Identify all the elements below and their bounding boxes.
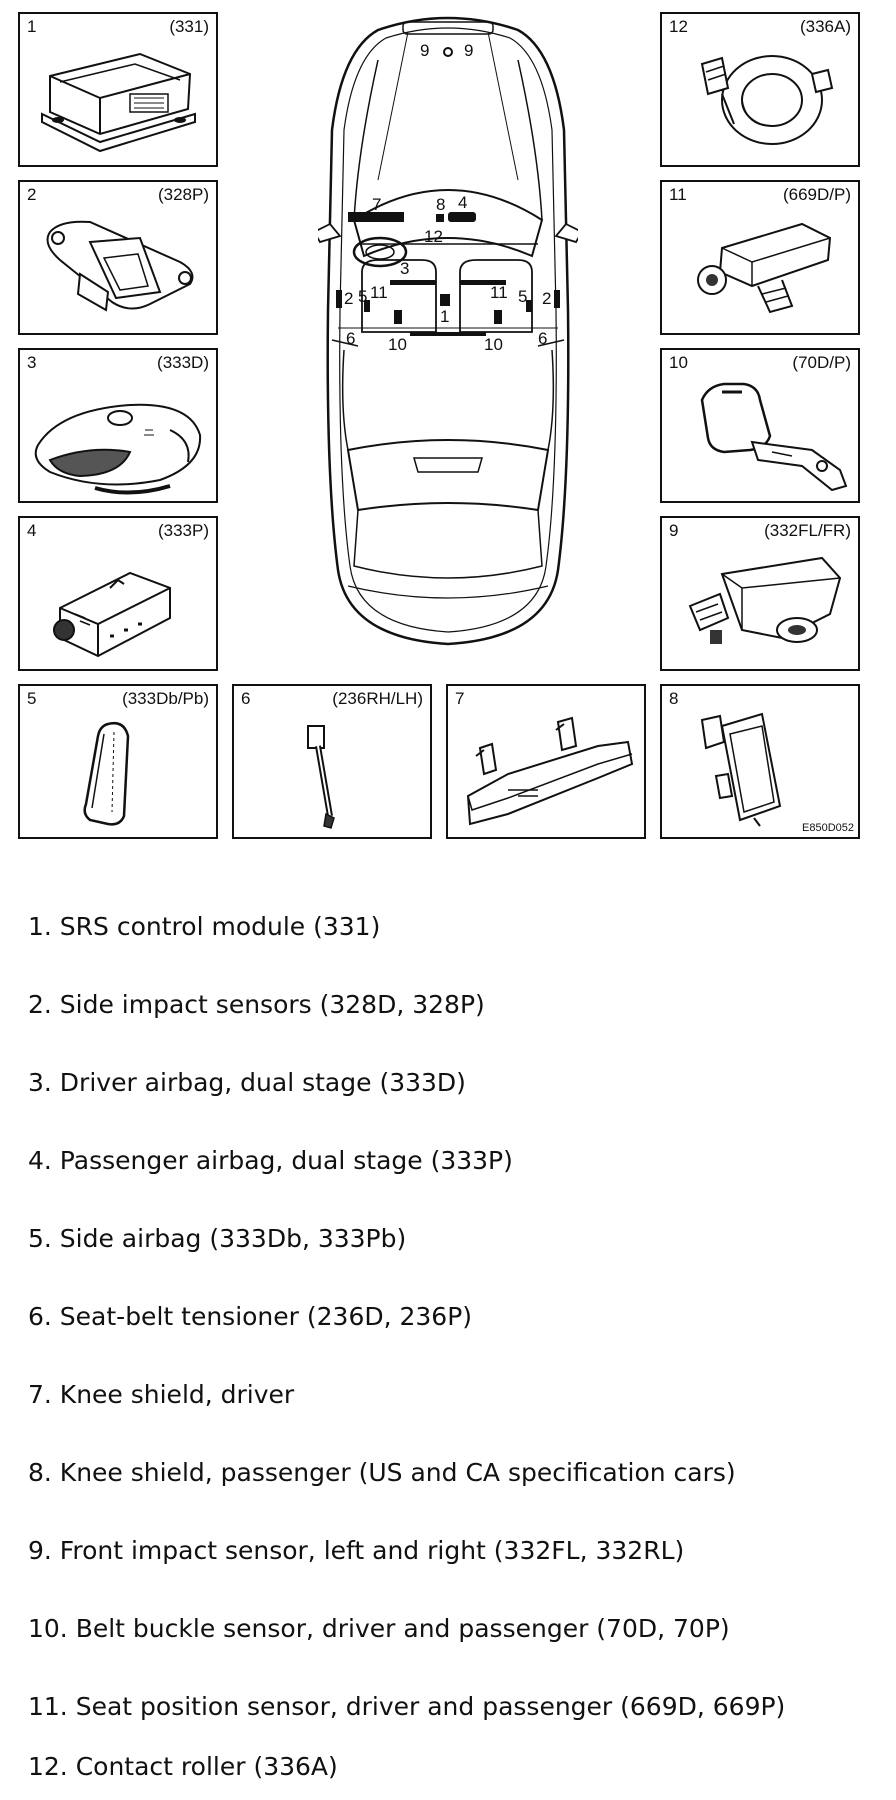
car-label: 4 — [458, 193, 467, 212]
panel-knee-shield-passenger: 8 E850D052 — [660, 684, 860, 839]
belt-buckle-sensor-drawing — [700, 382, 848, 492]
panel-side-airbag: 5 (333Db/Pb) — [18, 684, 218, 839]
panel-number: 11 — [669, 185, 687, 204]
panel-number: 4 — [27, 521, 37, 540]
car-label: 11 — [490, 283, 508, 302]
front-impact-sensor-drawing — [688, 556, 842, 644]
side-impact-sensor-drawing — [46, 220, 194, 312]
panel-part-code: (336A) — [799, 17, 851, 36]
panel-number: 3 — [27, 353, 37, 372]
legend-item: 3. Driver airbag, dual stage (333D) — [28, 1068, 466, 1097]
knee-shield-passenger-drawing — [700, 712, 782, 827]
panel-part-code: (669D/P) — [782, 185, 851, 204]
panel-number: 7 — [455, 689, 465, 708]
srs-control-module-drawing — [41, 52, 196, 153]
panel-part-code: (328P) — [157, 185, 209, 204]
panel-driver-airbag: 3 (333D) — [18, 348, 218, 503]
seat-belt-tensioner-drawing — [307, 725, 335, 829]
seat-position-sensor-drawing — [697, 222, 832, 314]
panel-contact-roller: 12 (336A) — [660, 12, 860, 167]
car-label: 6 — [538, 329, 547, 348]
panel-number: 8 — [669, 689, 679, 708]
panel-number: 10 — [669, 353, 688, 372]
panel-side-impact-sensor: 2 (328P) — [18, 180, 218, 335]
car-label: 7 — [372, 195, 381, 214]
car-label: 5 — [358, 287, 367, 306]
panel-part-code: (331) — [169, 17, 209, 36]
panel-part-code: (333P) — [157, 521, 209, 540]
driver-airbag-drawing — [34, 403, 202, 495]
car-label: 9 — [464, 41, 473, 60]
legend-item: 6. Seat-belt tensioner (236D, 236P) — [28, 1302, 473, 1331]
panel-knee-shield-driver: 7 — [446, 684, 646, 839]
legend-item: 8. Knee shield, passenger (US and CA spe… — [28, 1458, 736, 1487]
panel-part-code: (70D/P) — [792, 353, 851, 372]
car-label: 2 — [542, 289, 551, 308]
car-label: 9 — [420, 41, 429, 60]
panel-number: 1 — [27, 17, 37, 36]
panel-seat-belt-tensioner: 6 (236RH/LH) — [232, 684, 432, 839]
legend-item: 7. Knee shield, driver — [28, 1380, 295, 1409]
panel-front-impact-sensor: 9 (332FL/FR) — [660, 516, 860, 671]
legend-item: 1. SRS control module (331) — [28, 912, 381, 941]
panel-belt-buckle-sensor: 10 (70D/P) — [660, 348, 860, 503]
car-label: 5 — [518, 287, 527, 306]
reference-code: E850D052 — [802, 822, 854, 834]
legend-item: 12. Contact roller (336A) — [28, 1752, 338, 1781]
panel-number: 12 — [669, 17, 688, 36]
legend-item: 5. Side airbag (333Db, 333Pb) — [28, 1224, 407, 1253]
car-body-outline — [326, 16, 570, 646]
legend-item: 9. Front impact sensor, left and right (… — [28, 1536, 685, 1565]
panel-part-code: (332FL/FR) — [764, 521, 851, 540]
legend-item: 2. Side impact sensors (328D, 328P) — [28, 990, 485, 1019]
contact-roller-drawing — [700, 55, 834, 145]
panel-number: 5 — [27, 689, 37, 708]
panel-part-code: (333D) — [157, 353, 209, 372]
panel-number: 6 — [241, 689, 251, 708]
legend-item: 4. Passenger airbag, dual stage (333P) — [28, 1146, 513, 1175]
panel-number: 2 — [27, 185, 37, 204]
car-label: 3 — [400, 259, 409, 278]
car-label: 10 — [388, 335, 407, 354]
car-label: 8 — [436, 195, 445, 214]
car-label: 6 — [346, 329, 355, 348]
car-label: 11 — [370, 283, 388, 302]
legend-item: 11. Seat position sensor, driver and pas… — [28, 1692, 786, 1721]
panel-number: 9 — [669, 521, 679, 540]
panel-seat-position-sensor: 11 (669D/P) — [660, 180, 860, 335]
passenger-airbag-drawing — [53, 571, 171, 658]
side-airbag-drawing — [83, 722, 130, 826]
car-label: 1 — [440, 307, 449, 326]
panel-srs-control-module: 1 (331) — [18, 12, 218, 167]
panel-part-code: (236RH/LH) — [332, 689, 423, 708]
car-label: 12 — [424, 227, 443, 246]
panel-part-code: (333Db/Pb) — [122, 689, 209, 708]
car-label: 10 — [484, 335, 503, 354]
car-label: 2 — [344, 289, 353, 308]
panel-passenger-airbag: 4 (333P) — [18, 516, 218, 671]
knee-shield-driver-drawing — [466, 716, 634, 826]
legend-item: 10. Belt buckle sensor, driver and passe… — [28, 1614, 730, 1643]
car-top-view-diagram: 9 9 7 8 4 12 3 11 11 1 2 2 5 5 6 6 10 10 — [318, 16, 578, 646]
